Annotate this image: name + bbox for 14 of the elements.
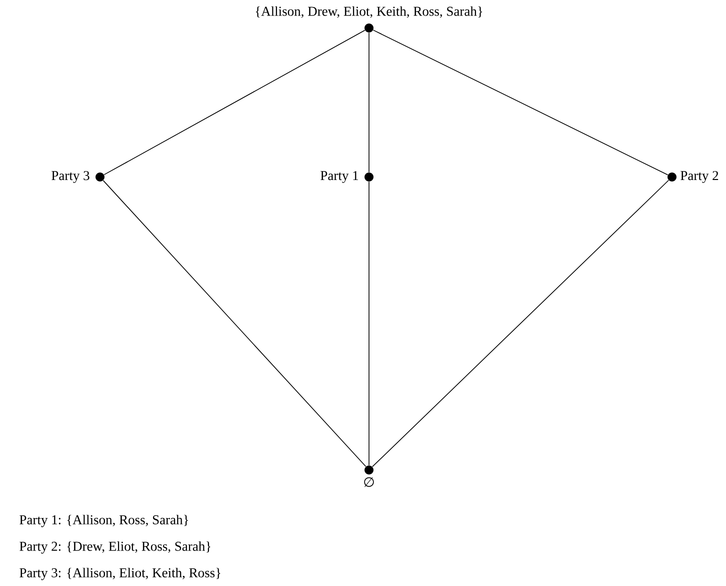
party-definition: Party 2: {Drew, Eliot, Ross, Sarah} bbox=[20, 541, 210, 554]
line bbox=[372, 30, 668, 176]
party-definition: Party 1: {Allison, Ross, Sarah} bbox=[20, 514, 188, 528]
party-definition: Party 3: {Allison, Eliot, Keith, Ross} bbox=[20, 568, 220, 580]
point-label: ∅ bbox=[364, 477, 374, 487]
point-label: Party 2 bbox=[680, 171, 718, 183]
line bbox=[104, 30, 366, 176]
point-label: Party 3 bbox=[52, 171, 90, 183]
line bbox=[102, 180, 366, 467]
line bbox=[372, 180, 670, 468]
point-label: Party 1 bbox=[320, 171, 358, 183]
line bbox=[368, 32, 370, 173]
line bbox=[368, 181, 370, 466]
point-label: {Allison, Drew, Eliot, Keith, Ross, Sarah} bbox=[256, 6, 482, 18]
